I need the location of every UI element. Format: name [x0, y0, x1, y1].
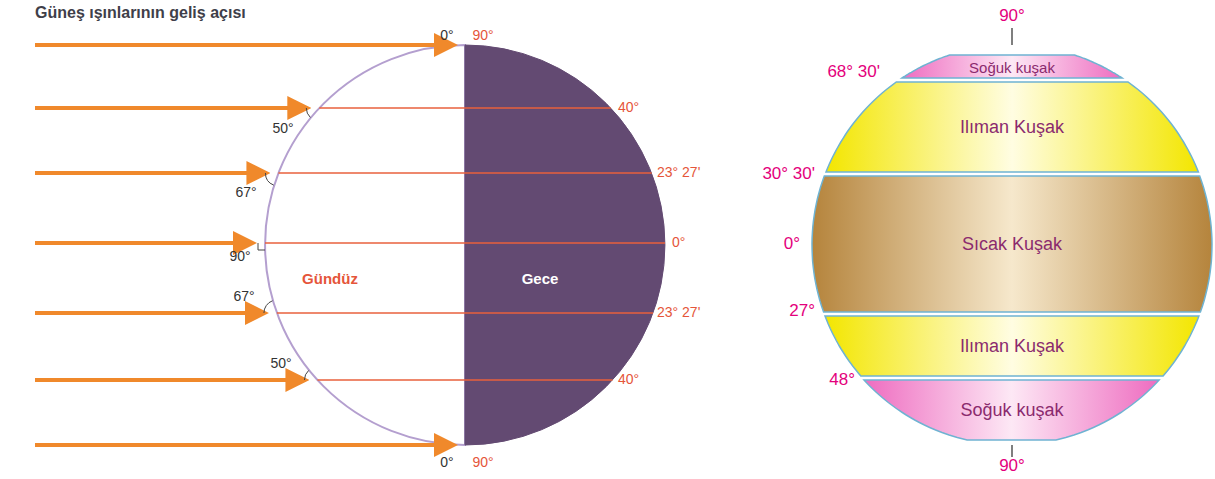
- axis-tick: [1011, 28, 1013, 45]
- sun-ray: [35, 171, 266, 175]
- sun-ray: [35, 43, 454, 47]
- degree-label: 27°: [789, 302, 815, 321]
- latitude-line: [317, 379, 612, 380]
- axis-tick: [1011, 445, 1013, 457]
- degree-label: 67°: [235, 185, 256, 200]
- zone-name: Ilıman Kuşak: [826, 118, 1198, 136]
- sun-ray: [35, 378, 305, 382]
- latitude-line: [277, 312, 653, 313]
- day-half: [265, 45, 465, 445]
- sun-ray: [35, 241, 253, 245]
- degree-label: 0°: [440, 28, 453, 43]
- degree-label: 50°: [272, 121, 293, 136]
- latitude-line: [265, 242, 665, 243]
- degree-label: 23° 27': [657, 165, 700, 180]
- zone-name: Ilıman Kuşak: [825, 337, 1199, 355]
- climate-zone-band: Sıcak Kuşak: [812, 176, 1212, 312]
- degree-label: 48°: [829, 371, 855, 390]
- sun-ray: [35, 443, 454, 447]
- degree-label: 90°: [472, 455, 493, 470]
- degree-label: 40°: [618, 372, 639, 387]
- degree-label: 90°: [472, 28, 493, 43]
- climate-zone-band: Ilıman Kuşak: [826, 82, 1198, 172]
- sun-ray: [35, 311, 265, 315]
- degree-label: 67°: [233, 289, 254, 304]
- angle-arc: [306, 108, 310, 117]
- zone-name: Sıcak Kuşak: [812, 235, 1212, 253]
- zone-name: Soğuk kuşak: [864, 401, 1159, 419]
- degree-label: 30° 30': [762, 165, 815, 184]
- climate-zone-band: Ilıman Kuşak: [825, 316, 1199, 376]
- side-label: Gece: [522, 271, 559, 288]
- title: Güneş ışınlarının geliş açısı: [35, 4, 246, 22]
- degree-label: 23° 27': [657, 305, 700, 320]
- rays: [35, 45, 665, 445]
- sun-ray: [35, 106, 307, 110]
- latitude-line: [319, 107, 610, 108]
- latitude-line: [278, 172, 651, 173]
- climate-zone-band: Soğuk kuşak: [902, 55, 1122, 78]
- night-half: [465, 45, 665, 445]
- zone-name: Soğuk kuşak: [902, 59, 1122, 74]
- right-angle-mark: [258, 243, 265, 250]
- degree-label: 68° 30': [827, 63, 880, 82]
- degree-label: 40°: [618, 100, 639, 115]
- degree-label: 90°: [229, 249, 250, 264]
- side-label: Gündüz: [302, 271, 358, 288]
- degree-label: 90°: [999, 7, 1025, 26]
- degree-label: 0°: [672, 235, 685, 250]
- degree-label: 0°: [784, 235, 800, 254]
- degree-label: 0°: [440, 455, 453, 470]
- climate-zone-band: Soğuk kuşak: [864, 380, 1159, 440]
- angle-arc: [264, 301, 273, 313]
- angle-arc: [304, 370, 308, 380]
- angle-arc: [265, 173, 273, 185]
- degree-label: 50°: [270, 356, 291, 371]
- degree-label: 90°: [999, 457, 1025, 476]
